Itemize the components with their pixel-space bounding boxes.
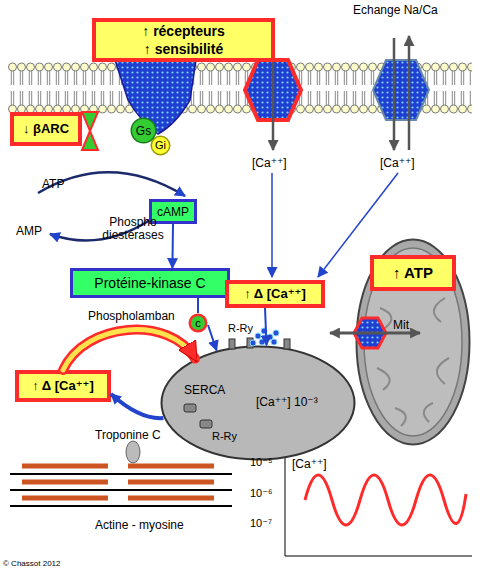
node-text: Mit: [393, 318, 409, 332]
calcium-cluster: [255, 333, 261, 339]
serca-pump: [184, 404, 196, 412]
text-label: ATP: [42, 177, 64, 191]
effect-box: ↓ βARC: [10, 112, 82, 146]
synthesis-arrow: [38, 172, 185, 196]
g-protein-circle-shape: [131, 118, 156, 143]
text-label: R-Ry: [228, 322, 253, 334]
actin-filament: [10, 473, 232, 475]
node-text: cAMP: [157, 205, 189, 219]
exchanger-symbol: [373, 60, 429, 120]
graph-axes: [285, 455, 472, 556]
kinase-circle-shape: [190, 315, 207, 332]
text-label: [Ca⁺⁺]: [380, 156, 415, 170]
text-label: Echange Na/Ca: [353, 3, 438, 17]
mitochondrion-cristae: [377, 298, 449, 426]
sarcoplasmic-reticulum: SERCA [Ca⁺⁺] 10⁻³: [160, 345, 356, 461]
node-text: [Ca⁺⁺] 10⁻³: [256, 395, 318, 409]
actin-filament: [10, 505, 232, 507]
serca-pump: [200, 420, 212, 428]
connector-line: [197, 298, 199, 313]
node-text: ↓ βARC: [23, 121, 69, 137]
node-text: Gs: [136, 124, 151, 138]
text-label: © Chassot 2012: [3, 559, 60, 568]
text-label: 10⁻⁶: [250, 487, 273, 500]
text-label: 10⁻⁵: [250, 456, 273, 469]
calcium-cluster: [273, 330, 279, 336]
connector-core: [63, 330, 195, 370]
sarcoplasmic-reticulum-shape: [162, 347, 355, 460]
text-label: Actine - myosine: [95, 518, 184, 532]
node-text: Gi: [155, 139, 166, 152]
connector-line: [111, 394, 163, 418]
connector-line: [265, 308, 267, 345]
text-label: Phospho diestérases: [96, 216, 170, 242]
connector-line: [208, 325, 217, 350]
node-text: Protéine-kinase C: [94, 275, 205, 292]
inhibition-symbol: [82, 112, 98, 131]
g-protein-circle-shape: [151, 136, 170, 155]
kinase-circle: c: [188, 313, 208, 333]
node-text: ↑ Δ [Ca⁺⁺]: [244, 286, 306, 302]
calcium-cluster: [271, 339, 277, 345]
leader-arrow: [271, 173, 273, 277]
connector-arrow: [198, 298, 199, 313]
node-text: ↑ récepteurs: [142, 22, 224, 40]
text-label: Troponine C: [95, 428, 161, 442]
node-text: ↑ ATP: [393, 264, 433, 282]
connector-arrow: [265, 308, 267, 345]
connector-line: [171, 224, 174, 268]
text-label: [Ca⁺⁺]: [252, 156, 287, 170]
node-text: ↑ sensibilité: [144, 40, 223, 58]
receptor-symbol: [115, 60, 196, 134]
myosin-filament: [22, 466, 214, 498]
actin-filament: [10, 489, 232, 491]
text-label: [Ca⁺⁺]: [292, 457, 327, 471]
text-label: AMP: [16, 224, 42, 238]
connector-head: [63, 330, 195, 370]
calcium-cluster: [259, 339, 265, 345]
exchange-double-arrow: [330, 332, 420, 335]
calcium-cluster: [250, 340, 256, 346]
connector-arrow: [208, 325, 217, 350]
text-label: Phospholamban: [88, 309, 175, 323]
effect-box: ↑ récepteurs↑ sensibilité: [92, 18, 275, 62]
connector-arrow: [172, 224, 174, 268]
inhibition-symbol: [82, 131, 98, 150]
text-label: R-Ry: [212, 430, 237, 442]
effect-box: ↑ ATP: [370, 255, 456, 291]
ryanodine-receptor: [229, 339, 235, 349]
node-text: c: [195, 317, 201, 330]
enzyme-box: Protéine-kinase C: [70, 268, 230, 298]
text-label: 10⁻⁷: [250, 517, 272, 530]
effect-box: ↑ Δ [Ca⁺⁺]: [225, 280, 325, 308]
connector-arrow: [63, 330, 195, 370]
node-text: ↑ Δ [Ca⁺⁺]: [32, 378, 94, 394]
calcium-oscillation-curve: [305, 475, 466, 525]
connector-outline: [63, 330, 195, 370]
connector-arrow: [111, 394, 163, 418]
g-protein-circle: Gs: [130, 117, 157, 144]
exchange-arrow-in: [393, 38, 396, 150]
ryanodine-receptor: [284, 339, 290, 349]
exchange-arrow-out: [408, 36, 411, 150]
troponin-symbol: [126, 441, 140, 463]
node-text: SERCA: [184, 383, 225, 397]
